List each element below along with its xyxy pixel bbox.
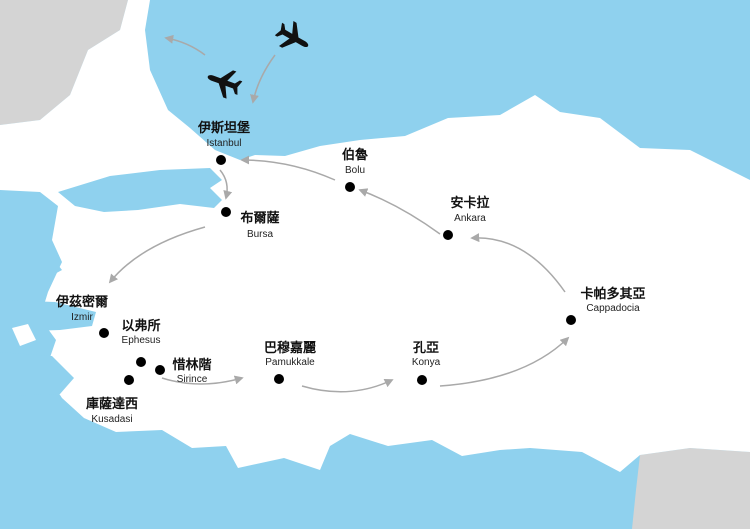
city-label-en: Ephesus [122,335,161,346]
aegean-gulf-1 [0,240,62,282]
city-label-en: Izmir [71,312,93,323]
city-label-zh: 伊茲密爾 [55,294,108,310]
city-dot-istanbul[interactable] [216,155,226,165]
city-label-zh: 庫薩達西 [86,396,138,412]
city-dot-kusadasi[interactable] [124,375,134,385]
city-dot-bolu[interactable] [345,182,355,192]
city-label-zh: 布爾薩 [240,210,279,226]
city-dot-cappadocia[interactable] [566,315,576,325]
city-label-zh: 巴穆嘉麗 [264,340,316,356]
city-dot-bursa[interactable] [221,207,231,217]
route [108,34,570,393]
anatolia-land [0,0,750,472]
city-dot-pamukkale[interactable] [274,374,284,384]
city-labels: 伊斯坦堡 Istanbul 布爾薩 Bursa 伊茲密爾 Izmir 以弗所 E… [55,120,646,425]
city-label-zh: 卡帕多其亞 [580,286,645,302]
city-label-en: Bursa [247,229,274,240]
aegean-island [12,324,36,346]
city-dot-sirince[interactable] [155,365,165,375]
neighbor-land-northwest [0,0,128,125]
city-label-en: Pamukkale [265,357,315,368]
city-dot-izmir[interactable] [99,328,109,338]
city-label-zh: 以弗所 [121,318,160,334]
city-label-zh: 惜林階 [172,357,211,373]
route-konya-cappadocia [439,336,570,387]
city-label-en: Istanbul [206,138,241,149]
sea-of-marmara [58,168,222,212]
route-istanbul-bursa [219,169,233,200]
city-label-en: Sirince [177,374,208,385]
route-bursa-izmir [108,226,206,284]
aegean-gulf-2 [0,300,96,332]
city-dot-ephesus[interactable] [136,357,146,367]
route-flight-arrival [250,54,276,104]
route-cappadocia-ankara [470,233,566,293]
route-pamukkale-konya [301,379,394,393]
route-sirince-pamukkale [161,375,244,385]
city-label-zh: 孔亞 [413,341,439,356]
city-label-en: Cappadocia [586,303,640,314]
city-label-zh: 伯魯 [342,147,368,163]
neighbor-land-southeast [632,448,750,529]
city-label-zh: 安卡拉 [450,195,489,211]
route-bolu-istanbul [240,155,336,181]
city-label-en: Bolu [345,165,365,176]
city-label-zh: 伊斯坦堡 [197,120,250,136]
city-label-en: Kusadasi [91,414,132,425]
city-dot-ankara[interactable] [443,230,453,240]
city-dots [99,155,576,385]
city-dot-konya[interactable] [417,375,427,385]
city-label-en: Ankara [454,213,486,224]
city-label-en: Konya [412,357,441,368]
aegean-gulf-3 [0,352,74,396]
route-ankara-bolu [358,188,441,235]
route-flight-departure [164,34,206,56]
